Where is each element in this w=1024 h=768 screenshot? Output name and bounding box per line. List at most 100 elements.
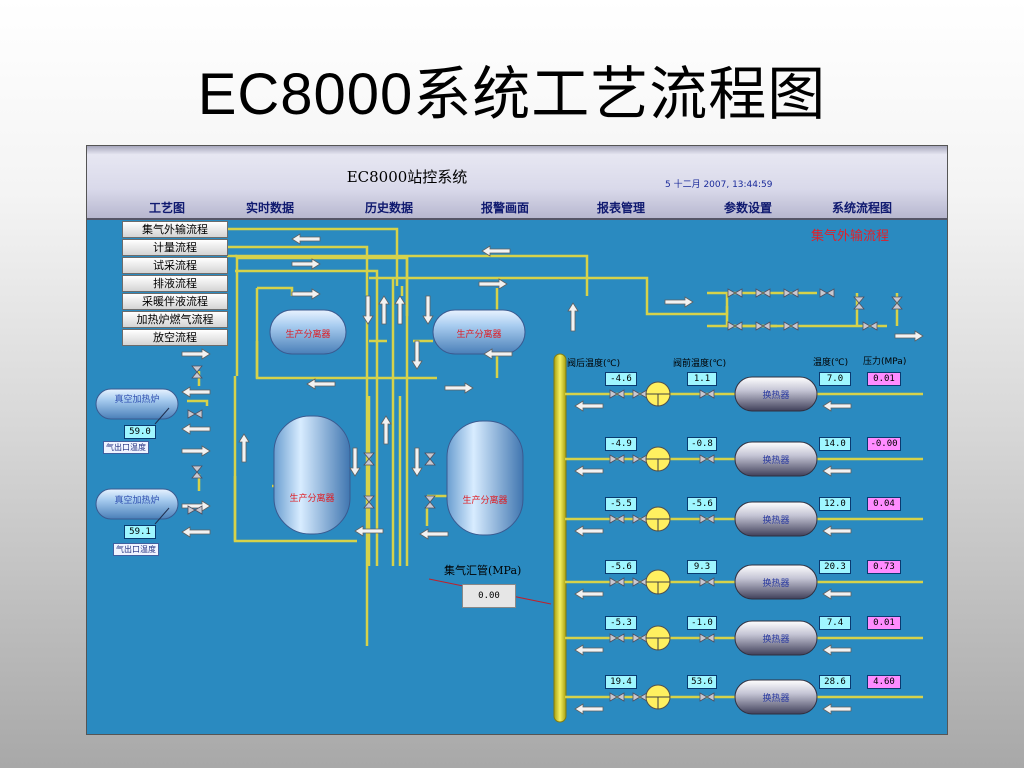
valve-icon[interactable] xyxy=(853,296,865,310)
valve-icon[interactable] xyxy=(609,454,625,464)
valve-icon[interactable] xyxy=(632,692,648,702)
valve-icon[interactable] xyxy=(891,296,903,310)
separator-vessel-icon xyxy=(446,420,524,536)
after-valve-temp: -5.3 xyxy=(605,616,637,630)
heat-exchanger-icon xyxy=(734,679,818,715)
flow-arrow-icon xyxy=(567,302,579,332)
after-valve-temp: -4.9 xyxy=(605,437,637,451)
menu-trial-production-flow[interactable]: 试采流程 xyxy=(122,257,228,274)
hx-temperature: 7.0 xyxy=(819,372,851,386)
separator-label: 生产分离器 xyxy=(285,330,331,340)
valve-icon[interactable] xyxy=(363,495,375,509)
flow-arrow-icon xyxy=(478,278,508,290)
valve-icon[interactable] xyxy=(632,389,648,399)
valve-icon[interactable] xyxy=(609,514,625,524)
flow-arrow-icon xyxy=(822,588,852,600)
meter-icon xyxy=(645,569,671,595)
flow-arrow-icon xyxy=(291,233,321,245)
valve-icon[interactable] xyxy=(187,505,203,515)
hx-pressure: 4.60 xyxy=(867,675,901,689)
process-diagram xyxy=(95,227,924,723)
flow-arrow-icon xyxy=(291,288,321,300)
valve-icon[interactable] xyxy=(699,514,715,524)
valve-icon[interactable] xyxy=(755,288,771,298)
flow-arrow-icon xyxy=(574,703,604,715)
valve-icon[interactable] xyxy=(727,288,743,298)
flow-arrow-icon xyxy=(894,330,924,342)
hx-temperature: 12.0 xyxy=(819,497,851,511)
valve-icon[interactable] xyxy=(632,514,648,524)
before-valve-temp: -1.0 xyxy=(687,616,717,630)
nav-realtime-data[interactable]: 实时数据 xyxy=(245,201,294,215)
hx-label: 换热器 xyxy=(762,456,790,466)
hx-label: 换热器 xyxy=(762,579,790,589)
valve-icon[interactable] xyxy=(699,454,715,464)
valve-icon[interactable] xyxy=(727,321,743,331)
flow-arrow-icon xyxy=(378,295,390,325)
valve-icon[interactable] xyxy=(609,692,625,702)
valve-icon[interactable] xyxy=(609,633,625,643)
nav-parameter-settings[interactable]: 参数设置 xyxy=(723,201,772,215)
nav-process-diagram[interactable]: 工艺图 xyxy=(148,201,185,215)
valve-icon[interactable] xyxy=(424,452,436,466)
nav-report-management[interactable]: 报表管理 xyxy=(596,201,645,215)
hx-pressure: 0.73 xyxy=(867,560,901,574)
datetime: 5 十二月 2007, 13:44:59 xyxy=(665,180,773,190)
collection-header-value: 0.00 xyxy=(462,584,516,608)
valve-icon[interactable] xyxy=(862,321,878,331)
valve-icon[interactable] xyxy=(699,692,715,702)
hx-label: 换热器 xyxy=(762,635,790,645)
separator-vessel-icon xyxy=(269,309,347,355)
valve-icon[interactable] xyxy=(191,465,203,479)
flow-arrow-icon xyxy=(822,400,852,412)
after-valve-temp: 19.4 xyxy=(605,675,637,689)
valve-icon[interactable] xyxy=(191,365,203,379)
meter-icon xyxy=(645,625,671,651)
before-valve-temp: -0.8 xyxy=(687,437,717,451)
after-valve-temp: -5.5 xyxy=(605,497,637,511)
menu-gas-export-flow[interactable]: 集气外输流程 xyxy=(122,221,228,238)
flow-arrow-icon xyxy=(291,258,321,270)
menu-heating-tracing-flow[interactable]: 采暖伴液流程 xyxy=(122,293,228,310)
separator-vessels xyxy=(269,309,526,536)
nav-alarm-screen[interactable]: 报警画面 xyxy=(480,201,529,215)
valve-icon[interactable] xyxy=(699,577,715,587)
valve-icon[interactable] xyxy=(424,495,436,509)
valve-icon[interactable] xyxy=(609,389,625,399)
valve-icon[interactable] xyxy=(632,633,648,643)
heater-icon xyxy=(95,388,179,420)
menu-heater-fuel-gas-flow[interactable]: 加热炉燃气流程 xyxy=(122,311,228,328)
hx-temperature: 20.3 xyxy=(819,560,851,574)
menu-drainage-flow[interactable]: 排液流程 xyxy=(122,275,228,292)
meter-icon xyxy=(645,381,671,407)
separator-vessel-icon xyxy=(432,309,526,355)
valve-icon[interactable] xyxy=(632,577,648,587)
nav-history-data[interactable]: 历史数据 xyxy=(364,201,413,215)
valve-icon[interactable] xyxy=(699,633,715,643)
heater-label: 真空加热炉 xyxy=(114,395,160,405)
menu-vent-flow[interactable]: 放空流程 xyxy=(122,329,228,346)
scada-window: EC8000站控系统 5 十二月 2007, 13:44:59 工艺图 实时数据… xyxy=(86,145,948,735)
current-flow-label: 集气外输流程 xyxy=(811,229,890,244)
valve-icon[interactable] xyxy=(632,454,648,464)
heat-exchanger-icon xyxy=(734,441,818,477)
valve-icon[interactable] xyxy=(609,577,625,587)
flow-arrow-icon xyxy=(181,526,211,538)
separator-label: 生产分离器 xyxy=(462,496,508,506)
before-valve-temp: 1.1 xyxy=(687,372,717,386)
flow-arrow-icon xyxy=(181,500,211,512)
hx-temperature: 28.6 xyxy=(819,675,851,689)
valve-icon[interactable] xyxy=(363,452,375,466)
valve-icon[interactable] xyxy=(819,288,835,298)
nav-system-flow[interactable]: 系统流程图 xyxy=(831,201,892,215)
valve-icon[interactable] xyxy=(699,389,715,399)
menu-metering-flow[interactable]: 计量流程 xyxy=(122,239,228,256)
valve-icon[interactable] xyxy=(783,321,799,331)
valve-icon[interactable] xyxy=(783,288,799,298)
valve-icon[interactable] xyxy=(755,321,771,331)
flow-arrow-icon xyxy=(574,525,604,537)
flow-arrow-icon xyxy=(411,340,423,370)
flow-arrow-icon xyxy=(181,386,211,398)
valve-icon[interactable] xyxy=(187,409,203,419)
heat-exchanger-icon xyxy=(734,376,818,412)
